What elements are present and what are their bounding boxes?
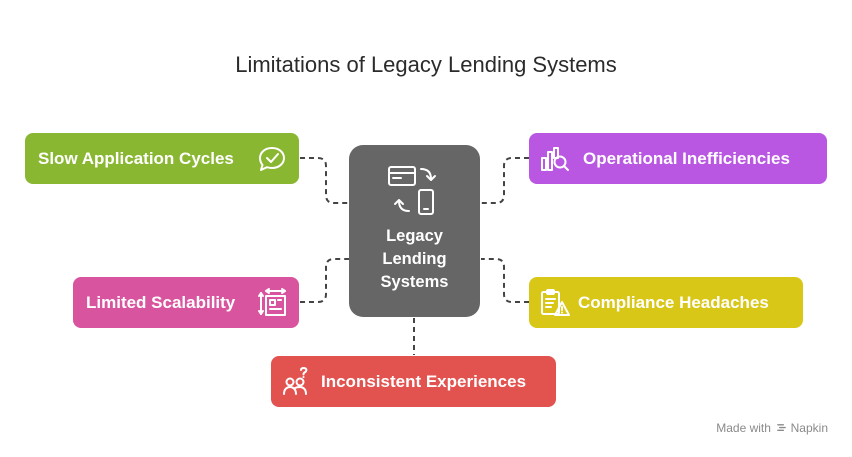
node-label: Slow Application Cycles (38, 149, 234, 168)
connector-operational (481, 157, 529, 204)
node-slow-application-cycles: Slow Application Cycles (25, 133, 299, 184)
chart-search-icon (541, 147, 569, 171)
node-compliance-headaches: Compliance Headaches (529, 277, 803, 328)
connector-compliance (481, 258, 529, 303)
node-label: Compliance Headaches (578, 293, 769, 312)
made-with-footer: Made with Napkin (716, 421, 828, 435)
center-label: Legacy Lending Systems (349, 225, 480, 294)
center-line-1: Legacy (386, 227, 443, 245)
footer-prefix: Made with (716, 421, 771, 435)
center-node: Legacy Lending Systems (349, 145, 480, 317)
node-label: Limited Scalability (86, 293, 236, 312)
device-sync-icon (388, 166, 436, 215)
node-inconsistent-experiences: Inconsistent Experiences (271, 356, 556, 407)
connector-scalability (300, 258, 349, 303)
node-label: Operational Inefficiencies (583, 149, 790, 168)
napkin-logo-icon (777, 424, 787, 431)
center-line-2: Lending (382, 250, 447, 268)
node-label: Inconsistent Experiences (321, 372, 527, 391)
diagram-title: Limitations of Legacy Lending Systems (235, 52, 617, 77)
users-question-icon (283, 367, 308, 395)
document-warning-icon (541, 289, 570, 316)
node-operational-inefficiencies: Operational Inefficiencies (529, 133, 827, 184)
footer-brand: Napkin (790, 421, 828, 435)
center-line-3: Systems (380, 273, 449, 291)
chat-check-icon (259, 147, 285, 171)
node-limited-scalability: Limited Scalability (73, 277, 299, 328)
connector-slow (300, 157, 349, 204)
scale-layout-icon (258, 288, 286, 316)
